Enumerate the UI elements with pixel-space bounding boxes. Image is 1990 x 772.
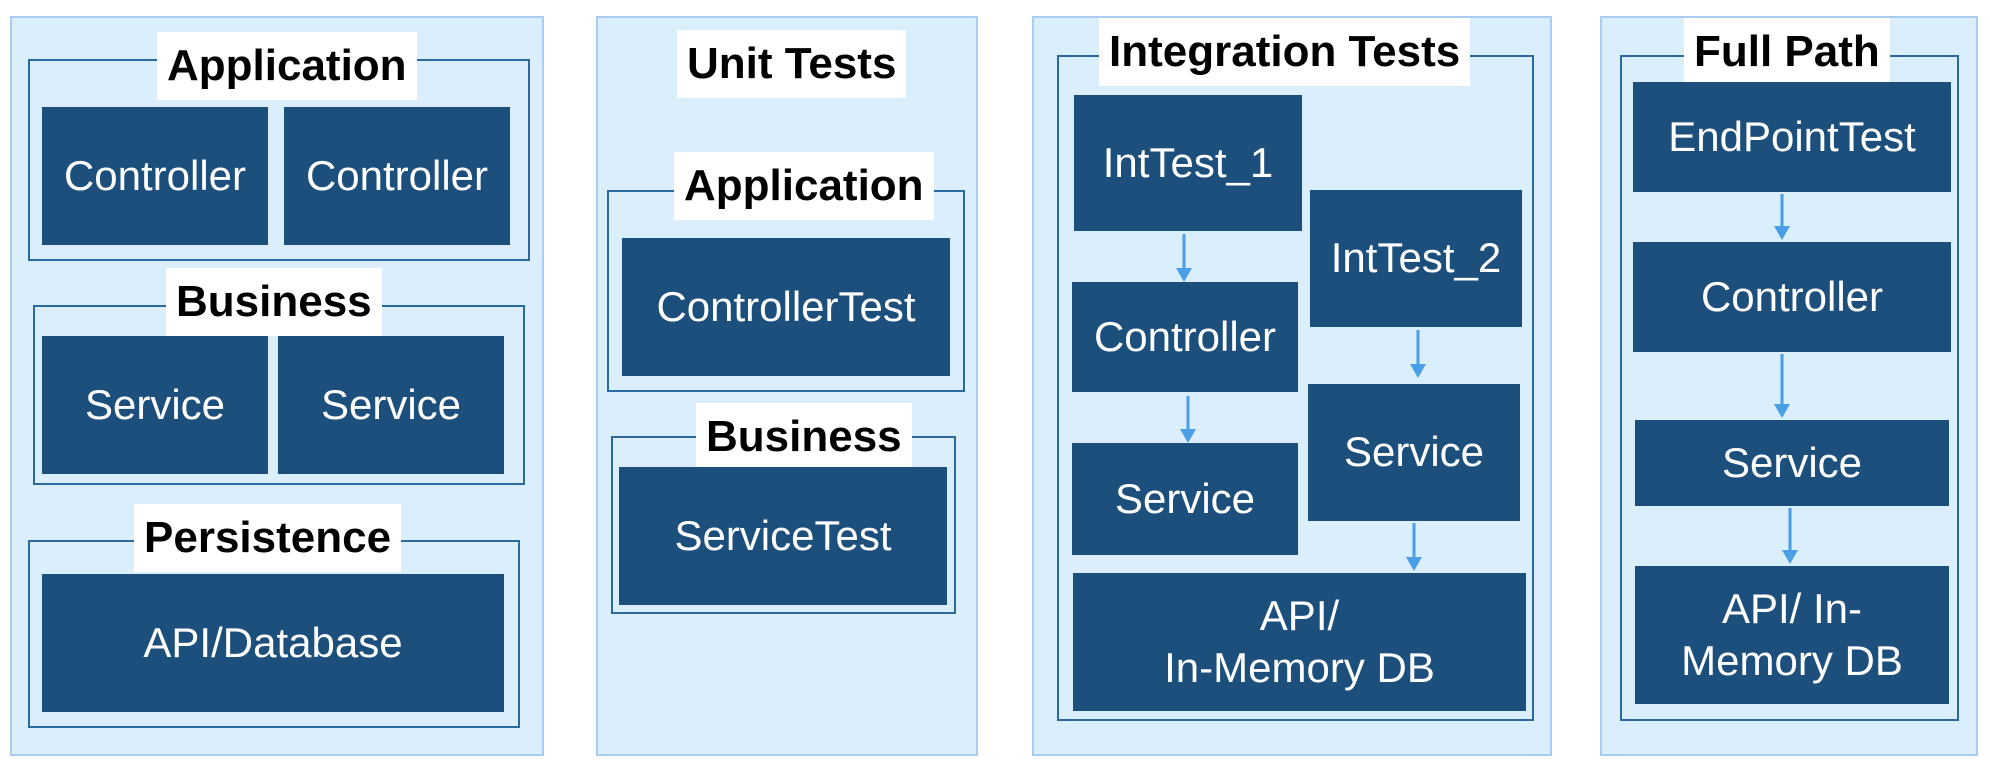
service-box-2: Service [278, 336, 504, 474]
persistence-title: Persistence [134, 504, 402, 572]
integration-service-left-box: Service [1072, 443, 1298, 555]
controller-label-1: Controller [63, 151, 247, 199]
down-arrow-icon [1399, 523, 1429, 571]
full-path-service-box: Service [1635, 420, 1949, 506]
api-database-box: API/Database [42, 574, 504, 712]
integration-api-line1: API/ [1259, 591, 1340, 639]
full-path-controller-label: Controller [1700, 272, 1884, 320]
controller-box-1: Controller [42, 107, 268, 245]
integration-api-box: API/ In-Memory DB [1073, 573, 1526, 711]
down-arrow-icon [1767, 194, 1797, 240]
full-path-api-line2: Memory DB [1681, 637, 1903, 684]
full-path-api-line1: API/ In- [1721, 584, 1863, 632]
integration-service-right-box: Service [1308, 384, 1520, 521]
down-arrow-icon [1767, 354, 1797, 418]
full-path-title: Full Path [1684, 18, 1890, 86]
unit-business-title: Business [696, 403, 912, 471]
down-arrow-icon [1169, 234, 1199, 282]
service-test-box: ServiceTest [619, 467, 947, 605]
business-title: Business [166, 268, 382, 336]
inttest-2-box: IntTest_2 [1310, 190, 1522, 327]
inttest-2-label: IntTest_2 [1330, 234, 1502, 282]
unit-tests-title: Unit Tests [677, 30, 907, 98]
unit-application-title: Application [674, 152, 934, 220]
full-path-api-box: API/ In- Memory DB [1635, 566, 1949, 704]
unit-tests-panel [596, 16, 978, 756]
integration-api-line2: In-Memory DB [1164, 644, 1435, 691]
integration-controller-box: Controller [1072, 282, 1298, 392]
controller-test-box: ControllerTest [622, 238, 950, 376]
controller-label-2: Controller [305, 151, 489, 199]
down-arrow-icon [1173, 396, 1203, 443]
service-label-1: Service [84, 380, 226, 428]
integration-service-right-label: Service [1343, 428, 1485, 476]
integration-controller-label: Controller [1093, 312, 1277, 360]
endpoint-test-label: EndPointTest [1668, 112, 1916, 160]
integration-service-left-label: Service [1114, 474, 1256, 522]
down-arrow-icon [1775, 508, 1805, 564]
endpoint-test-box: EndPointTest [1633, 82, 1951, 192]
controller-box-2: Controller [284, 107, 510, 245]
full-path-api-text: API/ In- Memory DB [1681, 583, 1903, 688]
full-path-controller-box: Controller [1633, 242, 1951, 352]
full-path-service-label: Service [1721, 438, 1863, 486]
service-box-1: Service [42, 336, 268, 474]
inttest-1-box: IntTest_1 [1074, 95, 1302, 231]
integration-tests-title: Integration Tests [1099, 18, 1471, 86]
inttest-1-label: IntTest_1 [1102, 138, 1274, 186]
down-arrow-icon [1403, 330, 1433, 378]
service-label-2: Service [320, 380, 462, 428]
controller-test-label: ControllerTest [656, 282, 916, 330]
integration-api-text: API/ In-Memory DB [1164, 590, 1435, 695]
application-title: Application [157, 32, 417, 100]
service-test-label: ServiceTest [674, 511, 892, 559]
api-database-label: API/Database [143, 618, 403, 666]
